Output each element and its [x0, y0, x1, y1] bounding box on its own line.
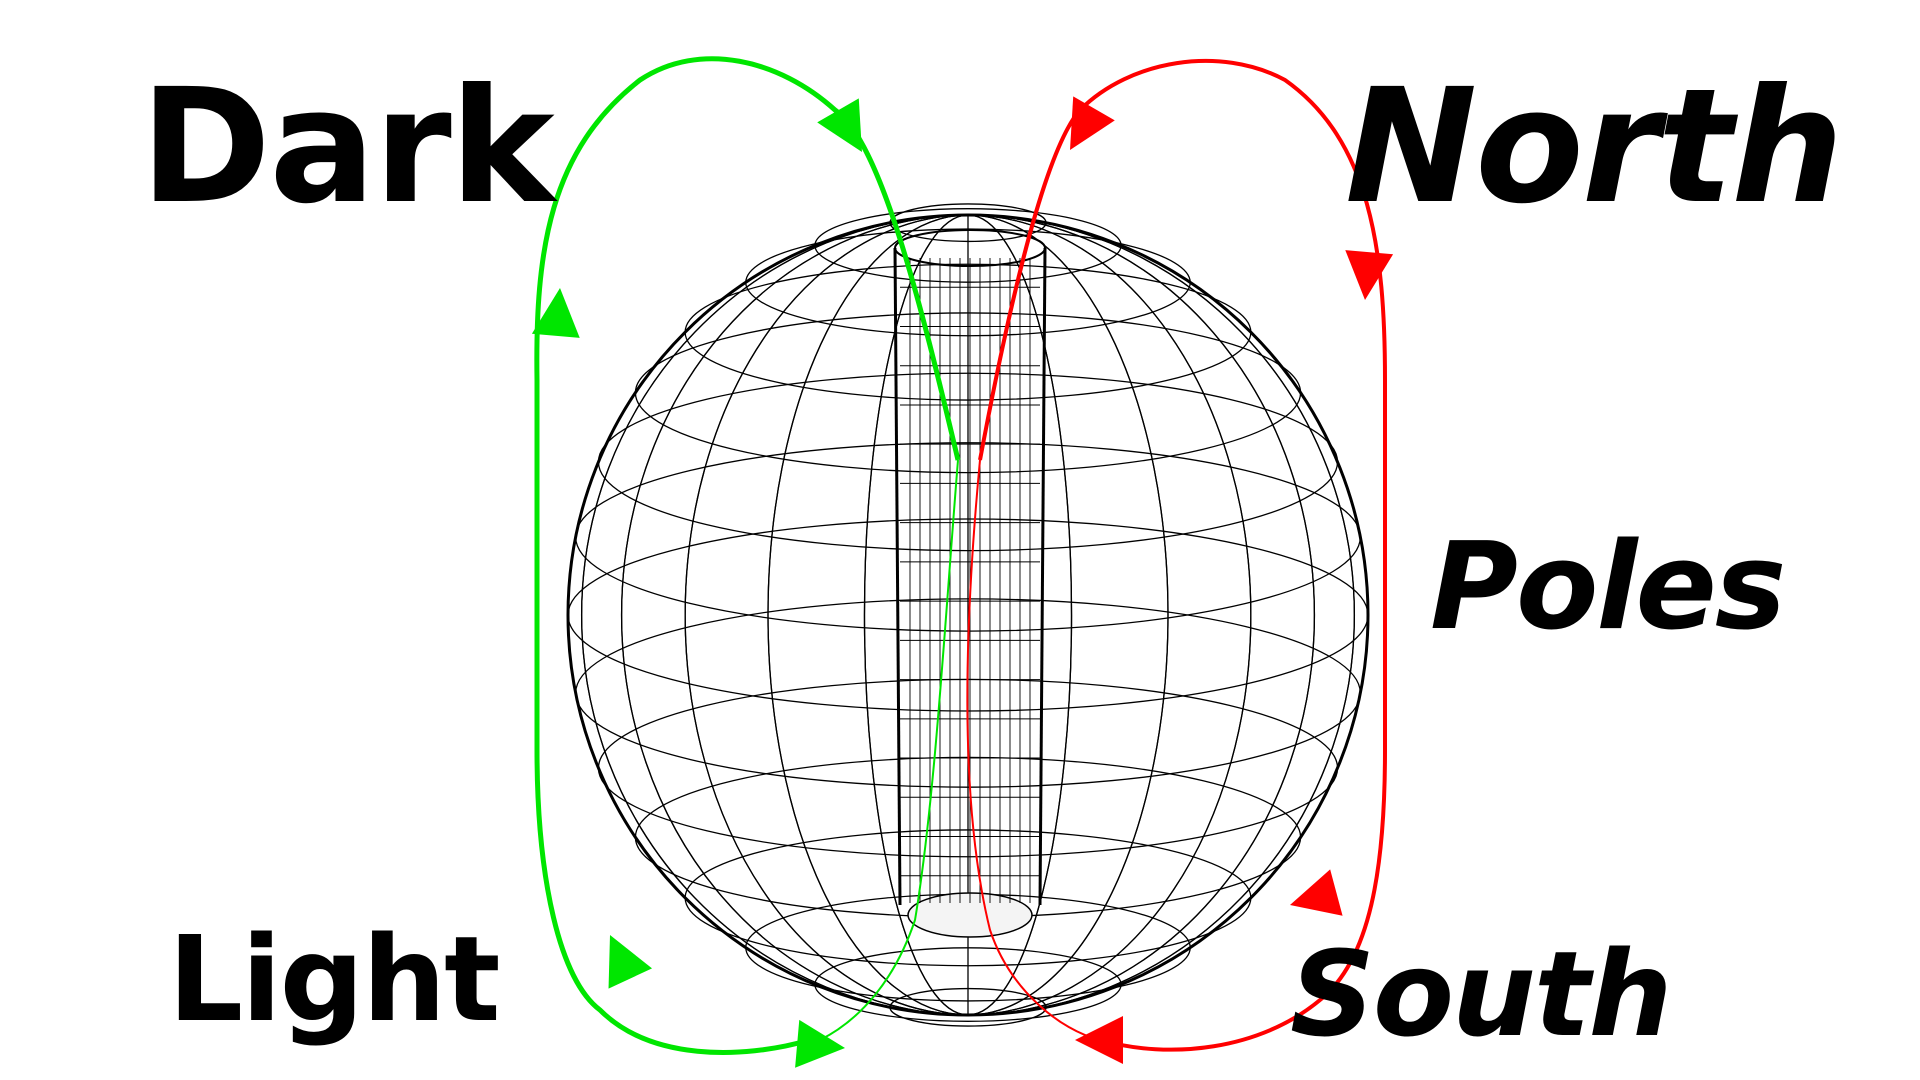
label-north: North — [1345, 55, 1844, 239]
latitude-line — [684, 263, 1252, 401]
red-arrow-bottom — [1075, 1016, 1123, 1064]
green-loop-inner — [819, 459, 959, 1041]
label-poles: Poles — [1430, 518, 1786, 657]
tube-left-edge — [893, 247, 902, 906]
red-loop-outer — [978, 58, 1387, 1052]
latitude-line — [634, 312, 1302, 474]
wireframe-sphere — [566, 203, 1370, 1027]
axial-tube — [893, 229, 1047, 938]
meridian-line — [580, 214, 1356, 1016]
green-field-loop — [531, 56, 961, 1068]
green-arrow-top — [817, 98, 862, 152]
latitude-line — [814, 208, 1122, 283]
green-arrow-bottom — [795, 1019, 845, 1068]
label-light: Light — [168, 910, 501, 1048]
latitude-line — [597, 372, 1339, 552]
label-south: South — [1290, 925, 1672, 1063]
red-arrow-top — [1070, 96, 1115, 150]
red-arrow-lower-right — [1290, 869, 1343, 916]
green-arrow-left — [531, 288, 580, 338]
green-arrow-lower-left — [608, 935, 653, 989]
tube-right-edge — [1038, 247, 1047, 906]
label-dark: Dark — [140, 55, 555, 239]
latitude-line — [684, 829, 1252, 967]
latitude-line — [575, 598, 1361, 788]
green-loop-outer — [534, 56, 961, 1055]
latitude-line — [814, 947, 1122, 1022]
red-field-loop — [966, 58, 1394, 1064]
red-loop-inner — [966, 459, 1101, 1041]
red-arrow-right — [1345, 250, 1394, 300]
